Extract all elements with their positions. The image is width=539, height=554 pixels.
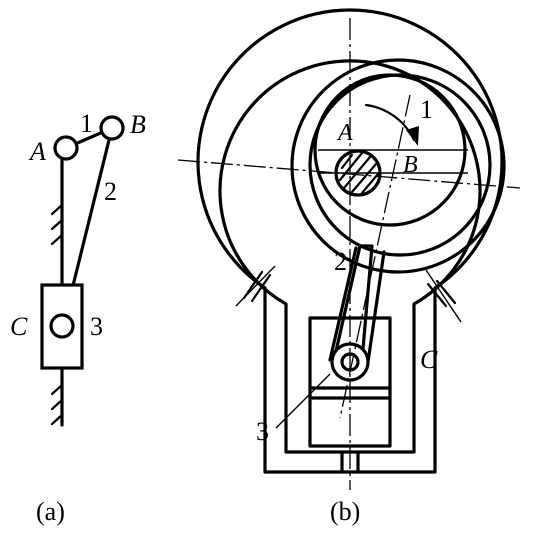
housing-split-left <box>235 265 276 307</box>
label-c: C <box>420 345 438 374</box>
rod-edge-left <box>328 246 358 362</box>
label-link-1: 1 <box>80 109 93 138</box>
rod-edge-right <box>366 250 386 364</box>
joint-a <box>53 135 79 161</box>
caption-a: (a) <box>36 497 65 526</box>
label-link-2: 2 <box>334 247 347 276</box>
housing-split-right <box>425 269 462 323</box>
centerline-horizontal <box>177 159 521 189</box>
ground-hatching-lower <box>50 383 64 426</box>
label-a: A <box>28 137 46 166</box>
label-a: A <box>336 120 353 146</box>
label-c: C <box>10 312 28 341</box>
caption-b: (b) <box>330 497 360 526</box>
label-link-3: 3 <box>90 312 103 341</box>
diagram-b: A B C 1 2 3 (b) <box>177 8 521 526</box>
leader-3 <box>275 373 331 429</box>
rotation-arrow-head <box>406 126 419 146</box>
joint-b <box>99 115 125 141</box>
eccentric-strap-outer <box>290 58 506 274</box>
centerline-rod <box>339 94 411 419</box>
ground-hatching-upper <box>50 203 64 246</box>
joint-c <box>49 313 75 339</box>
label-link-2: 2 <box>104 177 117 206</box>
diagram-a: A B C 1 2 3 (a) <box>10 109 146 526</box>
label-b: B <box>130 110 146 139</box>
label-link-1: 1 <box>420 95 433 124</box>
label-b: B <box>403 152 418 178</box>
label-link-3: 3 <box>256 417 269 446</box>
